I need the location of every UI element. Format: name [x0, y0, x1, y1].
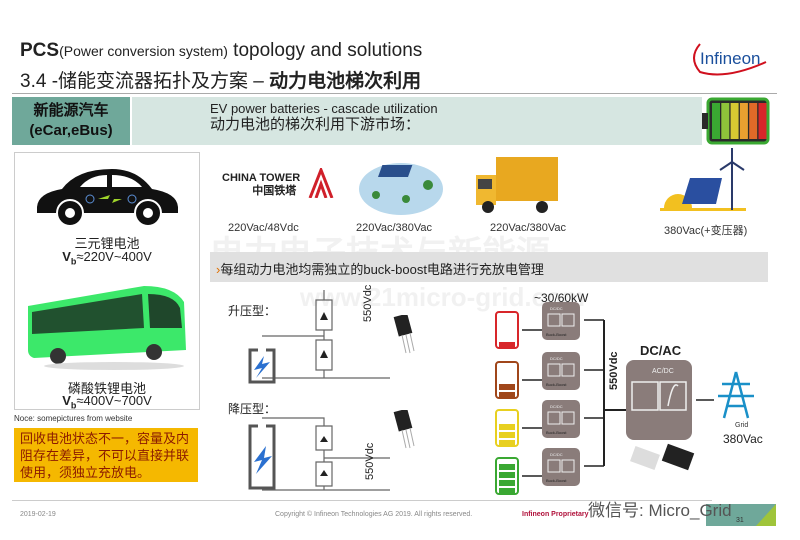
inverter-block: [626, 360, 692, 440]
battery-pack-level: [499, 342, 515, 348]
battery-cell: [749, 103, 758, 139]
grid-tower-icon: [718, 371, 754, 419]
buck-voltage: 550Vdc: [364, 442, 376, 480]
footer-date: 2019-02-19: [20, 511, 56, 518]
wechat-watermark: 微信号: Micro_Grid: [588, 501, 732, 520]
slide-title: PCS(Power conversion system) topology an…: [20, 40, 423, 61]
module-sublabel: Buck-Boost: [546, 382, 567, 387]
buck-label: 降压型：: [228, 402, 277, 416]
truck-icon: [476, 157, 558, 213]
market-label: 220Vac/380Vac: [490, 222, 567, 234]
module-symbol: [547, 411, 561, 425]
grid-voltage: 380Vac: [723, 432, 763, 446]
battery-level-icon: [702, 97, 770, 145]
vehicle-panel: [14, 152, 200, 410]
market-label: 220Vac/380Vac: [356, 222, 433, 234]
ev-category-box: 新能源汽车(eCar,eBus): [12, 97, 130, 145]
battery-pack-level: [499, 472, 515, 478]
footer-divider: [12, 500, 712, 501]
footer-page-shape: 31: [706, 504, 776, 526]
footer-proprietary: Infineon Proprietary: [522, 511, 589, 518]
footer-copyright: Copyright © Infineon Technologies AG 201…: [275, 511, 473, 518]
battery-pack-level: [499, 464, 515, 470]
module-label: DC/DC: [550, 452, 563, 457]
module-label: DC/DC: [550, 306, 563, 311]
battery-pack-level: [499, 440, 515, 446]
battery-cell: [758, 103, 767, 139]
module-symbol: [561, 313, 575, 327]
dcdc-module: [542, 302, 580, 340]
dcdc-module: [542, 400, 580, 438]
battery-pack-level: [499, 424, 515, 430]
solar-wind-icon: [660, 148, 746, 211]
inverter-ac-symbol: [659, 381, 687, 411]
slide-subtitle: 3.4 -储能变流器拓扑及方案 – 动力电池梯次利用: [20, 71, 422, 92]
igbt-module-icon: [630, 446, 660, 470]
microgrid-icon: [359, 163, 443, 215]
battery-pack-level: [499, 432, 515, 438]
china-tower-mark-icon: [308, 168, 334, 198]
inverter-title: DC/AC: [640, 343, 682, 358]
source-note: Noce: somepictures from website: [14, 414, 133, 423]
igbt-discrete-icon: [393, 315, 415, 354]
bus-voltage: Vb≈400V~700V: [62, 393, 152, 411]
warning-box: 回收电池状态不一，容量及内阻存在差异，不可以直接并联使用，须独立充放电。: [14, 428, 198, 482]
battery-cell: [739, 103, 748, 139]
car-battery-caption: 三元锂电池: [74, 236, 140, 251]
module-label: DC/DC: [550, 404, 563, 409]
banner-box: EV power batteries - cascade utilization…: [132, 97, 702, 145]
dcdc-module: [542, 448, 580, 486]
dc-bus-voltage: 550Vdc: [608, 351, 620, 390]
market-label: 380Vac(+变压器): [664, 225, 748, 237]
car-voltage: Vb≈220V~400V: [62, 249, 152, 267]
module-symbol: [547, 459, 561, 473]
battery-pack-level: [499, 480, 515, 486]
watermark-url: www.21micro-grid.com: [300, 282, 586, 312]
module-symbol: [561, 363, 575, 377]
battery-pack-level: [499, 392, 515, 398]
igbt-discrete-icon: [393, 410, 415, 449]
system-block-diagram: DC/DCBuck-BoostDC/DCBuck-BoostDC/DCBuck-…: [495, 302, 754, 495]
module-symbol: [547, 313, 561, 327]
module-symbol: [547, 363, 561, 377]
market-label: 220Vac/48Vdc: [228, 222, 299, 234]
inverter-inner-label: AC/DC: [652, 368, 674, 375]
battery-pack-level: [499, 384, 515, 390]
svg-text:Infineon: Infineon: [700, 49, 761, 68]
module-symbol: [561, 459, 575, 473]
module-label: DC/DC: [550, 356, 563, 361]
buck-circuit-diagram: [248, 417, 390, 491]
infineon-logo: Infineon: [693, 43, 767, 76]
battery-cell: [712, 103, 720, 139]
battery-terminal: [702, 113, 708, 129]
svg-text:31: 31: [736, 517, 744, 524]
grid-label: Grid: [735, 422, 749, 429]
module-symbol: [561, 411, 575, 425]
battery-cell: [730, 103, 739, 139]
module-sublabel: Buck-Boost: [546, 478, 567, 483]
battery-cell: [721, 103, 730, 139]
title-divider: [12, 93, 777, 94]
sine-icon: [667, 384, 679, 407]
module-sublabel: Buck-Boost: [546, 430, 567, 435]
boost-circuit-diagram: [248, 290, 390, 384]
buckboost-note: ›每组动力电池均需独立的buck-boost电路进行充放电管理: [210, 252, 768, 282]
boost-voltage: 550Vdc: [362, 284, 374, 322]
boost-label: 升压型：: [228, 304, 277, 318]
electric-bus-icon: [28, 286, 186, 370]
igbt-module-icon: [661, 443, 695, 471]
electric-car-icon: [37, 169, 178, 227]
inverter-dc-symbol: [631, 381, 659, 411]
battery-pack-level: [499, 488, 515, 494]
module-power: ~30/60kW: [534, 291, 589, 305]
dcdc-module: [542, 352, 580, 390]
module-sublabel: Buck-Boost: [546, 332, 567, 337]
bus-battery-caption: 磷酸铁锂电池: [67, 381, 146, 396]
